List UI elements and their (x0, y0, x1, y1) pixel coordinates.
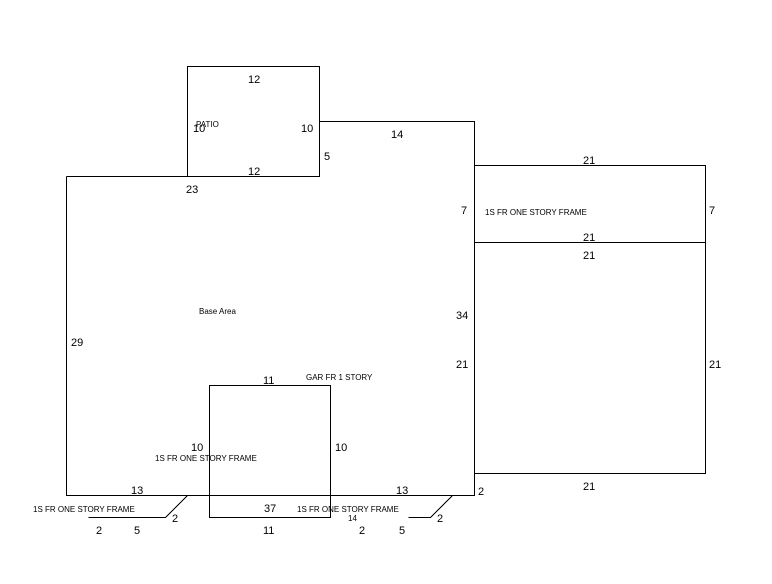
dim-mid-a: 2 (359, 525, 365, 537)
dim-base-bottom-left: 13 (131, 485, 143, 497)
dim-right-top: 21 (583, 155, 595, 167)
dim-base-right-upper: 7 (461, 205, 467, 217)
dim-left-a: 2 (96, 525, 102, 537)
left-bump-outline (88, 495, 188, 518)
dim-base-top-left: 23 (186, 184, 198, 196)
dim-garage-right: 10 (335, 442, 347, 454)
right-upper-frame-outline (474, 165, 706, 243)
right-lower-frame-outline (474, 242, 706, 474)
patio-label: PATIO (196, 120, 219, 129)
dim-patio-left: 10 (193, 123, 205, 135)
dim-patio-right: 10 (301, 123, 313, 135)
dim-right-upper-side: 7 (709, 205, 715, 217)
dim-base-step: 5 (324, 151, 330, 163)
dim-right-upper-bottom: 21 (583, 232, 595, 244)
mid-bottom-frame-label: 1S FR ONE STORY FRAME (297, 505, 399, 514)
dim-right-lower-side: 21 (709, 359, 721, 371)
dim-right-lower-top: 21 (583, 250, 595, 262)
base-area-outline (66, 121, 475, 496)
dim-right-diag: 2 (437, 513, 443, 525)
dim-mid-b: 5 (399, 525, 405, 537)
dim-garage-bottom: 11 (263, 525, 274, 537)
dim-patio-top: 12 (248, 74, 260, 86)
dim-base-right: 34 (456, 310, 468, 322)
garage-label: GAR FR 1 STORY (306, 373, 373, 382)
dim-bottom-mid: 14 (348, 514, 357, 523)
dim-garage-left: 10 (191, 442, 203, 454)
left-bottom-frame-label: 1S FR ONE STORY FRAME (33, 505, 135, 514)
dim-bottom-total: 37 (264, 503, 276, 515)
dim-garage-top: 11 (263, 375, 274, 387)
dim-base-top-right: 14 (391, 129, 403, 141)
dim-left-b: 5 (134, 525, 140, 537)
dim-right-bottom: 21 (583, 481, 595, 493)
dim-left-diag: 2 (172, 513, 178, 525)
right-frame-label: 1S FR ONE STORY FRAME (485, 208, 587, 217)
dim-base-bottom-right: 13 (396, 485, 408, 497)
dim-base-right-lower: 21 (456, 359, 468, 371)
garage-outline (209, 385, 331, 496)
dim-base-bottom-end: 2 (478, 486, 484, 498)
bottom-frame-outline (209, 495, 331, 518)
right-bump-outline (408, 495, 453, 518)
dim-base-left: 29 (71, 337, 83, 349)
inner-frame-label: 1S FR ONE STORY FRAME (155, 454, 257, 463)
dim-patio-bottom: 12 (248, 166, 260, 178)
base-area-label: Base Area (199, 307, 236, 316)
